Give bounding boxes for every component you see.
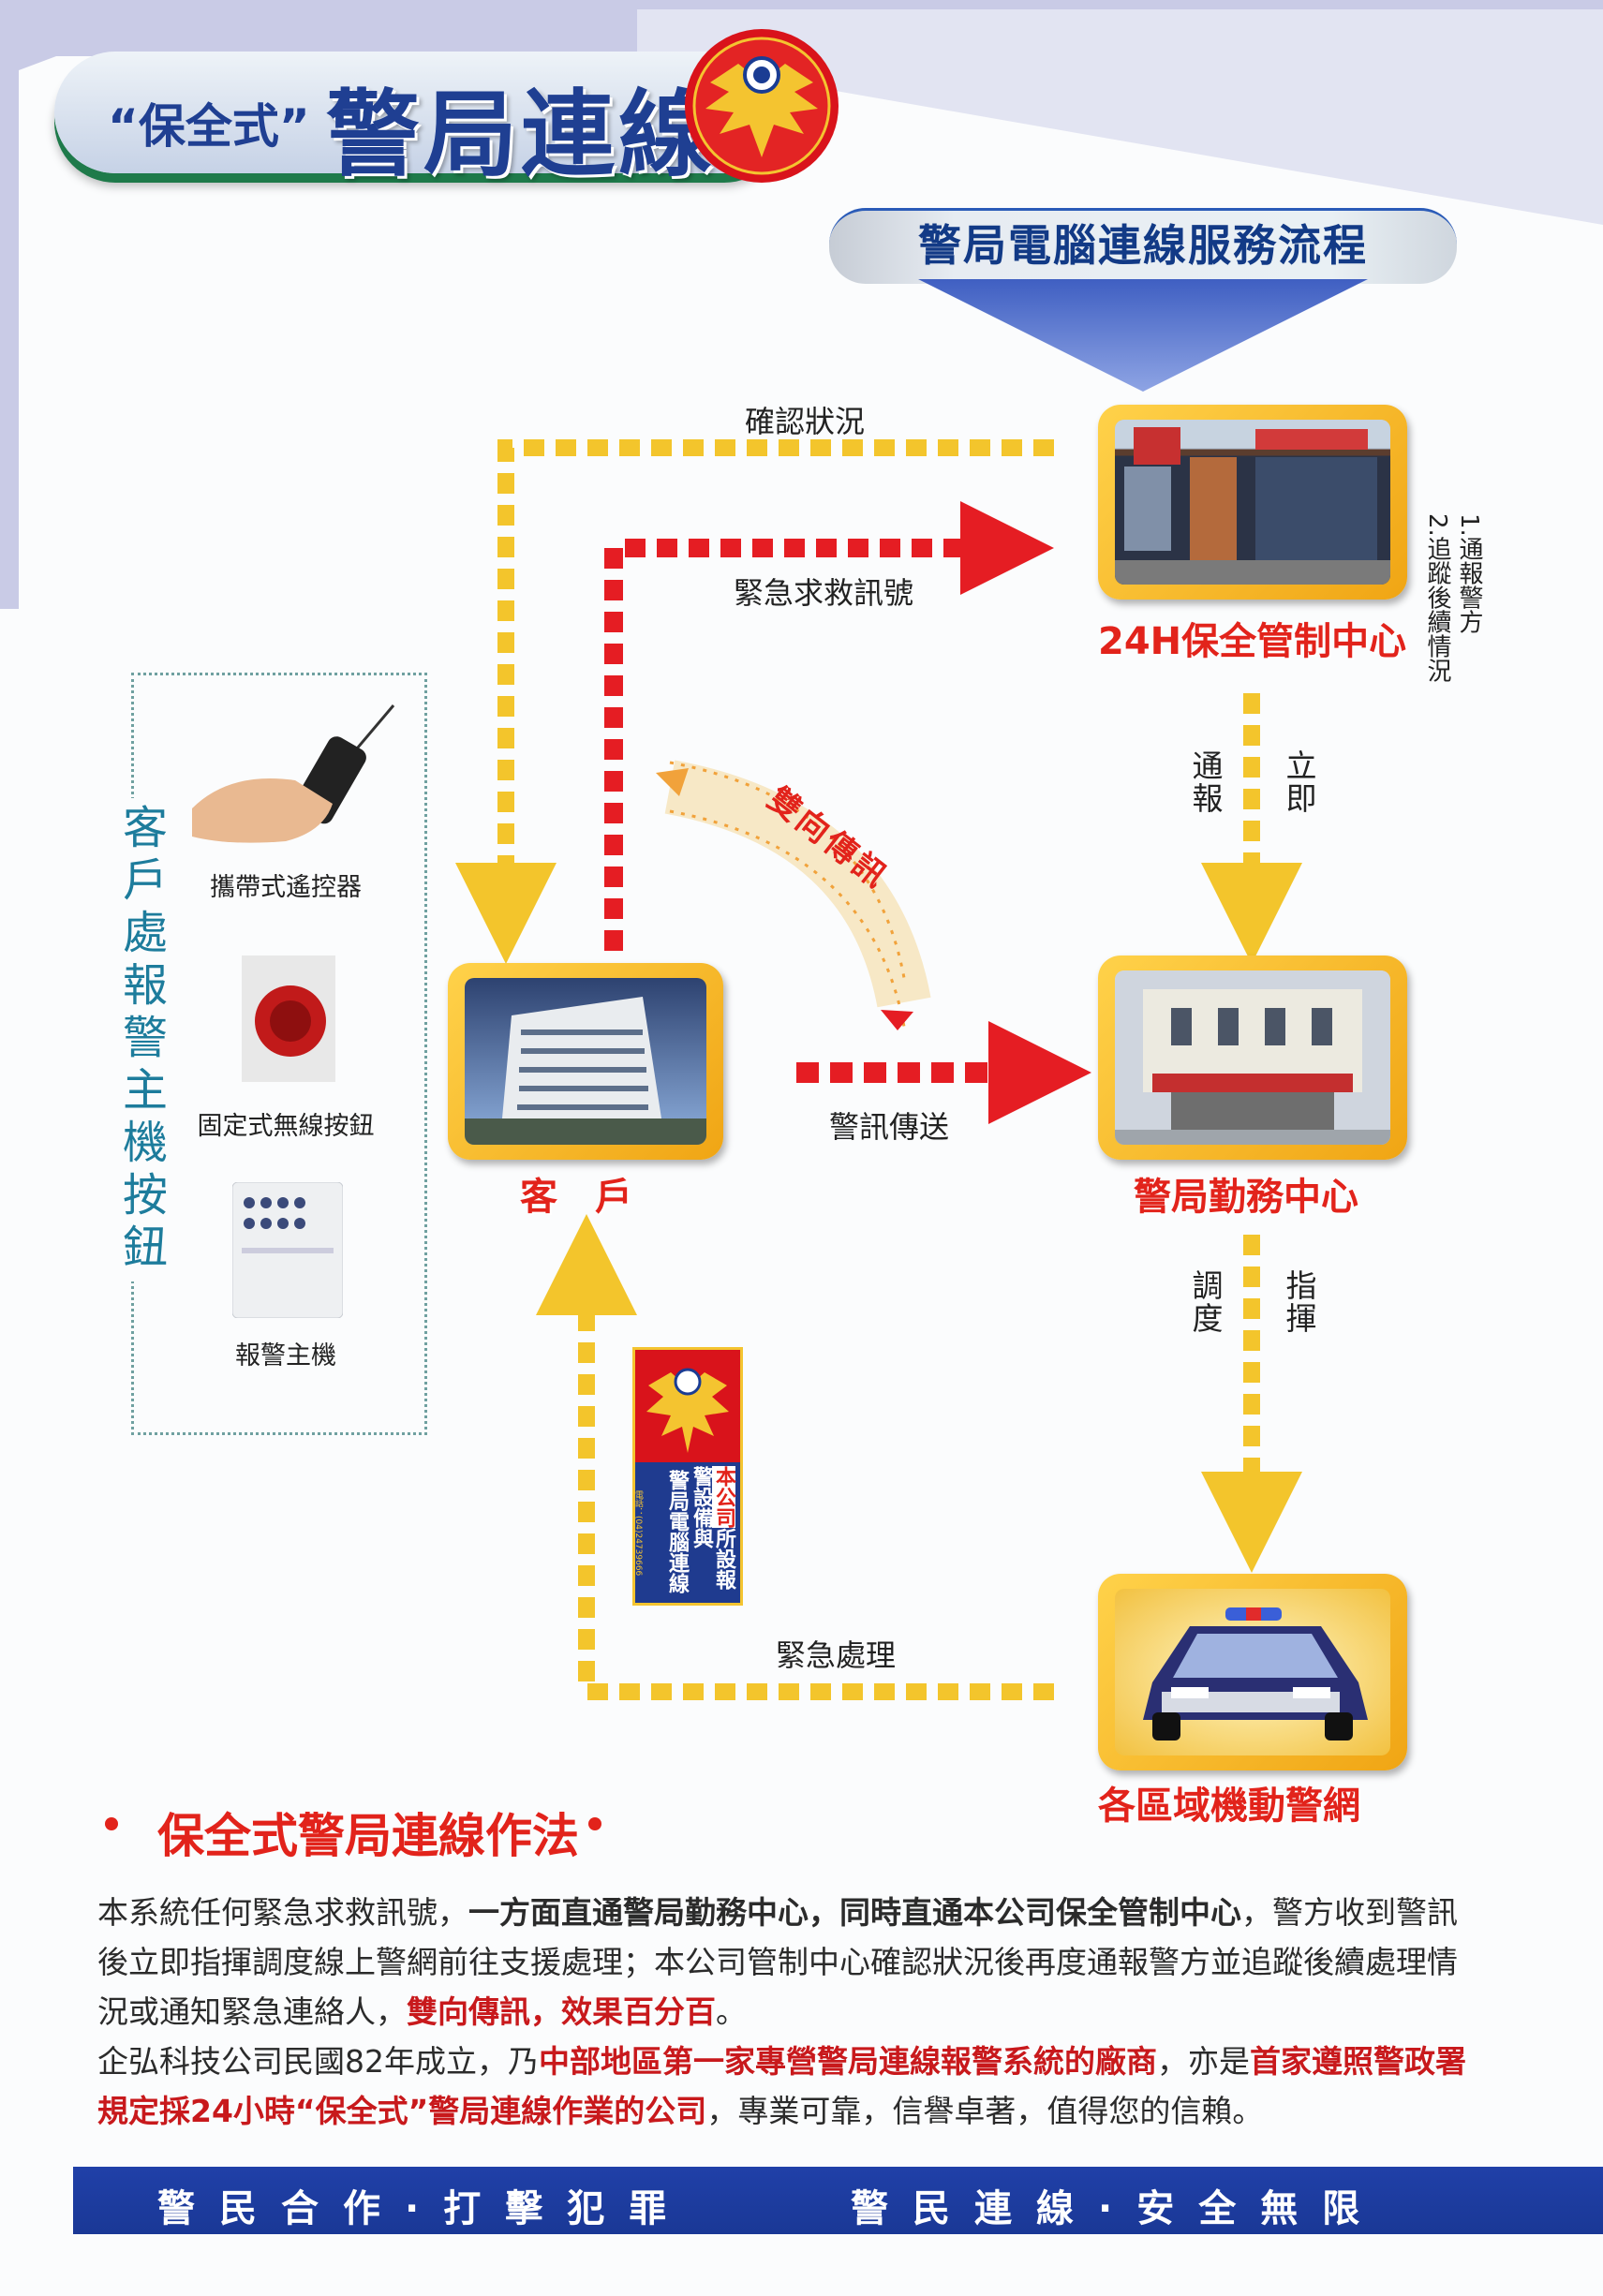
- body-text: 本系統任何緊急求救訊號，一方面直通警局勤務中心，同時直通本公司保全管制中心，警方…: [97, 1888, 1475, 2136]
- client-photo: [448, 963, 723, 1160]
- page-title: 警局連線: [326, 80, 716, 189]
- notify-label: 通報: [1187, 749, 1224, 815]
- client-label: 客戶: [520, 1176, 670, 1219]
- device-vertical-label: 客戶處報警主機按鈕: [108, 798, 173, 1281]
- police-emblem-icon: [685, 29, 839, 183]
- paragraph-1: 本系統任何緊急求救訊號，一方面直通警局勤務中心，同時直通本公司保全管制中心，警方…: [97, 1888, 1475, 2037]
- panic-button-icon: [242, 955, 335, 1082]
- p1b: 一方面直通警局勤務中心，同時直通本公司保全管制中心: [468, 1894, 1241, 1931]
- p1a: 本系統任何緊急求救訊號，: [97, 1894, 468, 1931]
- section-title: 保全式警局連線作法: [157, 1809, 579, 1863]
- p2d: 首家遵照警政署規定採24小時“保全式”警局連線作業的公司: [97, 2043, 1466, 2129]
- control-center-photo: [1098, 405, 1407, 600]
- sign-text-link: 警局電腦連線: [665, 1470, 689, 1593]
- host-label: 報警主機: [235, 1341, 336, 1370]
- side-note-1: 1.通報警方: [1455, 513, 1483, 634]
- header-quote: “保全式”: [108, 99, 310, 154]
- emergency-signal-label: 緊急求救訊號: [734, 575, 914, 611]
- urgent-label: 緊急處理: [776, 1637, 897, 1673]
- p2b: 中部地區第一家專營警局連線報警系統的廠商: [539, 2043, 1157, 2080]
- sign-text-left: 警局電腦連線: [641, 1470, 689, 1593]
- header-background: [0, 0, 1603, 609]
- down-arrow-icon: [918, 279, 1368, 392]
- bullet-dot-left: [105, 1817, 118, 1830]
- police-link-sign: 警局電腦連線 本公司所設報警設備與 電話：(04)24739666: [632, 1347, 743, 1606]
- remote-label: 攜帶式遙控器: [210, 873, 362, 902]
- sign-text-company: 本公司: [712, 1466, 735, 1528]
- flow-title-banner: [829, 208, 1457, 284]
- sign-emblem-icon: [646, 1368, 729, 1453]
- p1d: 雙向傳訊，效果百分百: [407, 1993, 716, 2030]
- remote-control-icon: [192, 704, 395, 843]
- confirm-label: 確認狀況: [745, 404, 866, 439]
- alert-send-label: 警訊傳送: [829, 1109, 950, 1145]
- sign-text-equipment: 報警設備與: [690, 1466, 735, 1590]
- footer-bar: 警民合作·打擊犯罪 警民連線·安全無限: [73, 2167, 1603, 2234]
- command-label: 指揮: [1281, 1269, 1317, 1335]
- police-center-label: 警局勤務中心: [1134, 1176, 1358, 1219]
- p2a: 企弘科技公司民國82年成立，乃: [97, 2043, 539, 2080]
- flow-title: 警局電腦連線服務流程: [918, 220, 1368, 271]
- p1e: 。: [716, 1993, 747, 2030]
- immediate-label: 立即: [1281, 749, 1317, 815]
- header-banner: [54, 52, 785, 173]
- police-station-photo: [1098, 955, 1407, 1160]
- footer-slogan-right: 警民連線·安全無限: [851, 2187, 1385, 2230]
- sign-text-right: 本公司所設報警設備與: [690, 1466, 735, 1603]
- p1c: ，警方收到警訊後立即指揮調度線上警網前往支援處理；本公司管制中心確認狀況後再度通…: [97, 1894, 1458, 2030]
- alarm-host-icon: [232, 1182, 343, 1318]
- button-label: 固定式無線按鈕: [197, 1112, 375, 1141]
- p2e: ，專業可靠，信譽卓著，值得您的信賴。: [706, 2093, 1264, 2129]
- control-center-label: 24H保全管制中心: [1098, 620, 1407, 663]
- paragraph-2: 企弘科技公司民國82年成立，乃中部地區第一家專營警局連線報警系統的廠商，亦是首家…: [97, 2037, 1475, 2136]
- patrol-label: 各區域機動警網: [1098, 1785, 1360, 1828]
- dispatch-label: 調度: [1187, 1269, 1224, 1335]
- footer-slogan-left: 警民合作·打擊犯罪: [157, 2187, 691, 2230]
- side-note-2: 2.追蹤後續情況: [1423, 513, 1451, 683]
- patrol-car-photo: [1098, 1574, 1407, 1770]
- sign-phone: 電話：(04)24739666: [633, 1490, 643, 1577]
- bullet-dot-right: [588, 1817, 601, 1830]
- sign-text-set: 所設: [712, 1528, 735, 1569]
- p2c: ，亦是: [1157, 2043, 1250, 2080]
